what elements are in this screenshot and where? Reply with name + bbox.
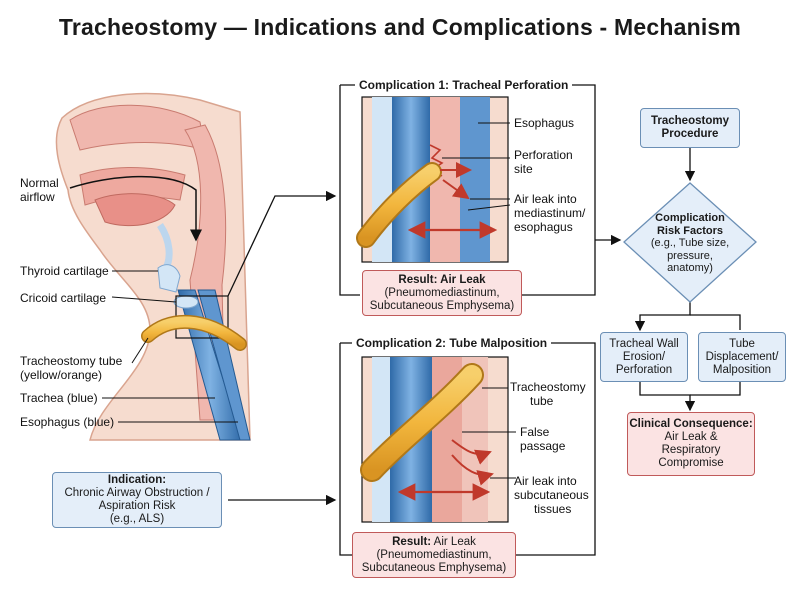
indication-box: Indication: Chronic Airway Obstruction /… bbox=[52, 472, 222, 528]
complication2-title: Complication 2: Tube Malposition bbox=[352, 336, 552, 350]
label-trachea: Trachea (blue) bbox=[20, 391, 98, 405]
label-thyroid-cartilage: Thyroid cartilage bbox=[20, 264, 109, 278]
complication1-result-box: Result: Air Leak (Pneumomediastinum, Sub… bbox=[362, 270, 522, 316]
complication1-leaders bbox=[442, 122, 511, 211]
anatomy-illustration bbox=[55, 92, 251, 441]
complication1-illustration bbox=[356, 96, 509, 263]
risk-factors-diamond bbox=[623, 182, 757, 303]
complication2-illustration bbox=[360, 356, 509, 523]
complication1-title: Complication 1: Tracheal Perforation bbox=[355, 78, 573, 92]
risk-factors-text: Complication Risk Factors (e.g., Tube si… bbox=[650, 212, 730, 274]
consequence-box: Clinical Consequence: Air Leak & Respira… bbox=[627, 412, 755, 476]
flowchart-connectors bbox=[634, 148, 741, 412]
label-tracheostomy-tube: Tracheostomy tube(yellow/orange) bbox=[20, 354, 123, 382]
label-c1-esophagus: Esophagus bbox=[514, 116, 575, 130]
complication2-leaders bbox=[462, 387, 516, 479]
page-title: Tracheostomy — Indications and Complicat… bbox=[58, 14, 742, 40]
label-esophagus: Esophagus (blue) bbox=[20, 415, 115, 429]
complication2-result-box: Result: Air Leak (Pneumomediastinum, Sub… bbox=[352, 532, 516, 578]
anatomy-leader-lines bbox=[102, 270, 238, 423]
label-cricoid-cartilage: Cricoid cartilage bbox=[20, 291, 107, 305]
connector-to-complication1 bbox=[227, 190, 337, 297]
